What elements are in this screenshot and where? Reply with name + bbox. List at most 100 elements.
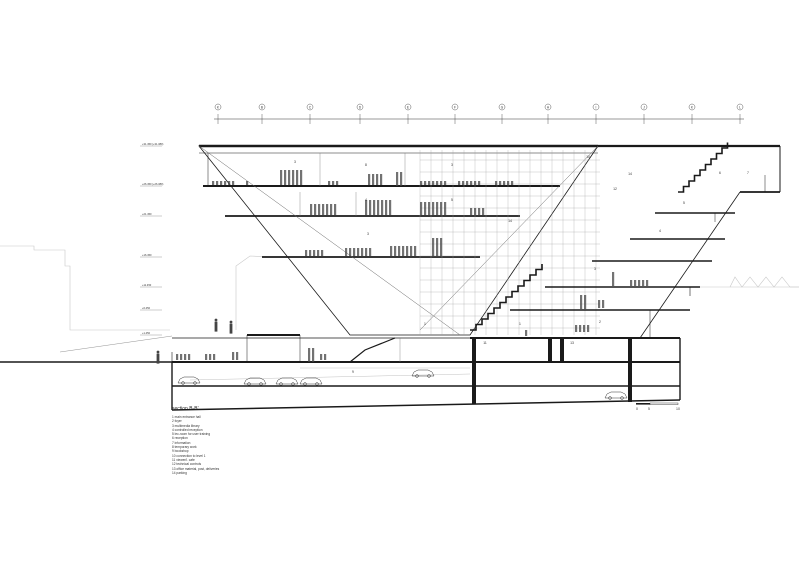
legend-item: 11 viewer/l. cafe [172,457,195,462]
level-label: +16.450 [142,253,152,257]
room-number: 5 [683,201,685,205]
level-markers: +31.450 (+31.380)+26.450 (+26.380)+21.45… [140,142,163,336]
axis-bubble [688,103,696,111]
furniture-item [390,246,417,256]
person-silhouette [214,318,218,332]
furniture-item [458,181,481,185]
furniture-item [575,325,590,332]
section-title: section B-B' [172,406,199,412]
furniture-item [470,208,485,215]
axis-bubble [592,103,600,111]
axis-label: K [217,105,220,109]
ground-line [0,335,173,363]
axis-bubble [498,103,506,111]
room-number: 7 [747,171,749,175]
room-number: 4 [365,198,367,202]
axis-bubble [640,103,648,111]
room-number: 1 [424,322,426,326]
furniture-item [212,181,235,185]
legend-item: 1 main entrance hall [172,415,201,419]
axis-bubble [451,103,459,111]
room-number: 14 [628,172,632,176]
scale-labels: 0 5 10 [634,407,684,415]
axis-label: L [739,105,741,109]
legend-item: 10 connection to level 1 [172,453,206,458]
axis-label: E [407,105,409,109]
furniture-item [365,200,392,215]
furniture-item [495,181,514,185]
axis-bubble [736,103,744,111]
furniture-item [598,300,605,308]
room-number: 12 [613,187,617,191]
level-label: +1.450 [142,331,151,335]
room-number: 5 [451,198,453,202]
axis-bubble [404,103,412,111]
furniture-item [396,172,403,186]
room-number: 11 [483,341,487,345]
legend-item: 3 multimedia library [172,423,200,428]
scale-label: 0 [636,407,638,411]
scale-label: 10 [676,407,680,411]
legend-item: 5 lec-room for user training [172,432,211,437]
legend-item: 13 office material, post, deliveries [172,466,220,471]
furniture-item [525,330,528,336]
axis-bubble [214,103,222,111]
furniture-item [432,238,443,256]
legend-item: 9 bookshop [172,449,189,454]
room-number: 2 [599,320,601,324]
room-number: 4 [659,229,661,233]
scale-label: 5 [648,407,650,411]
axis-bubble [356,103,364,111]
room-number: 13 [570,341,574,345]
furniture-item [308,348,315,362]
car [299,377,323,386]
axis-label: H [547,105,550,109]
room-number: 1 [519,322,521,326]
axis-label: D [359,105,362,109]
legend-item: 7 information [172,440,191,445]
legend-item: 8 temporary work [172,445,197,450]
car [604,391,628,400]
stairs [470,142,729,331]
room-number: 3 [451,163,453,167]
furniture-item [205,354,216,360]
furniture-item [328,181,339,185]
axis-label: F [454,105,456,109]
basement [171,334,681,411]
furniture-item [305,250,324,256]
room-number: 3 [367,232,369,236]
room-number: 10 [586,155,590,159]
axis-label: C [309,105,312,109]
furniture-item [368,174,383,185]
furniture [156,170,649,364]
axis-label: G [501,105,504,109]
furniture-item [345,248,372,256]
room-number: 8 [365,163,367,167]
furniture-item [580,295,587,309]
atrium-glazing [419,150,600,335]
room-number: 3 [294,160,296,164]
car [177,376,201,385]
legend-item: 6 reception [172,436,188,441]
legend-item: 4 controlled reception [172,427,203,432]
level-label: +21.450 [142,212,152,216]
axis-bubble [258,103,266,111]
inverted-pyramid [198,144,599,336]
axis-bubble [306,103,314,111]
axis-label: J [643,105,645,109]
axis-label: I [596,105,597,109]
car [275,377,299,386]
furniture-item [176,354,191,360]
level-label: +6.450 [142,306,151,310]
furniture-item [612,272,615,286]
level-label: +11.450 [142,283,152,287]
axis-bubble [544,103,552,111]
room-number: 6 [719,171,721,175]
level-label: +31.450 (+31.380) [142,142,163,146]
